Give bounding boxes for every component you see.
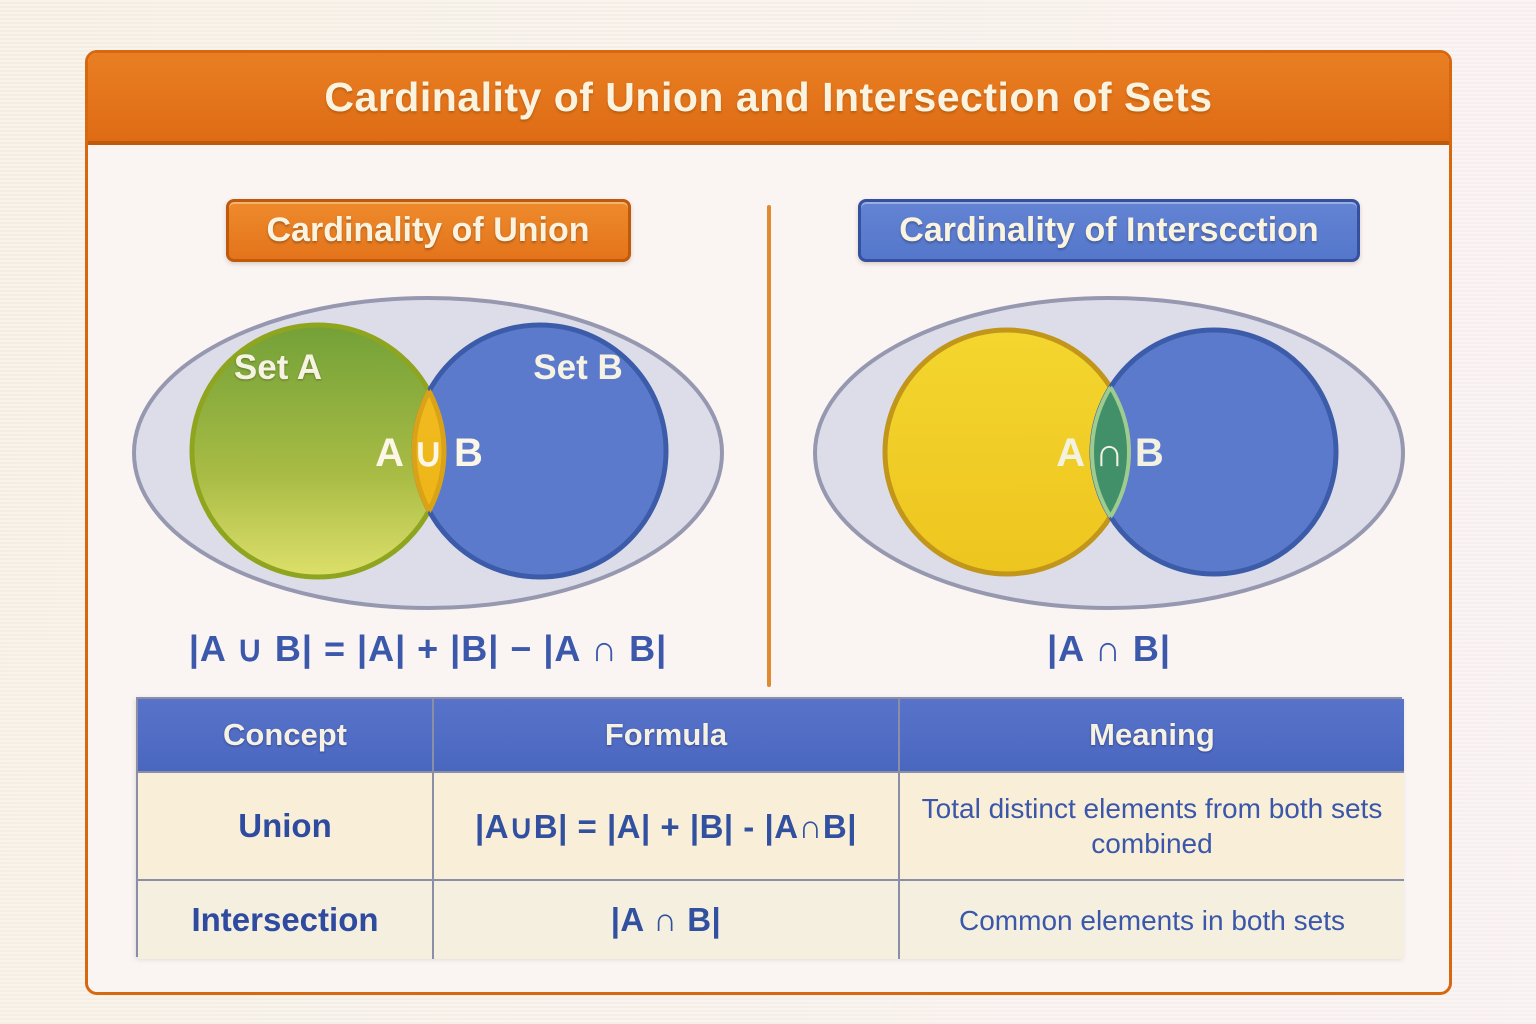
intersection-lens [1090, 330, 1129, 574]
table-row-union-formula: |A∪B| = |A| + |B| - |A∩B| [434, 773, 900, 881]
set-b-label: Set B [533, 348, 622, 387]
union-meaning-text: Total distinct elements from both sets c… [921, 793, 1383, 859]
table-header-formula: Formula [434, 699, 900, 773]
table-header-concept: Concept [138, 699, 434, 773]
union-lens-label: A ∪ B [375, 431, 483, 475]
union-formula: |A ∪ B| = |A| + |B| − |A ∩ B| [188, 628, 668, 669]
table-header-meaning: Meaning [900, 699, 1404, 773]
page-title: Cardinality of Union and Intersection of… [324, 73, 1213, 120]
intersection-lens-label: A ∩ B [1056, 431, 1163, 475]
table-row-intersection-concept: Intersection [138, 881, 434, 959]
panel-divider [767, 205, 771, 687]
intersection-concept-text: Intersection [191, 901, 379, 938]
intersection-panel: Cardinality of Interscction [769, 149, 1449, 709]
union-formula-text: |A∪B| = |A| + |B| - |A∩B| [475, 807, 857, 845]
union-lens [411, 325, 444, 577]
main-card: Cardinality of Union and Intersection of… [85, 50, 1452, 995]
table-row-intersection-formula: |A ∩ B| [434, 881, 900, 959]
table-row-union-concept: Union [138, 773, 434, 881]
intersection-venn-diagram: A ∩ B [813, 296, 1405, 610]
intersection-meaning-text: Common elements in both sets [959, 904, 1345, 936]
intersection-formula-text: |A ∩ B| [610, 901, 722, 938]
intersection-badge: Cardinality of Interscction [858, 199, 1360, 262]
set-a-label: Set A [234, 348, 322, 387]
summary-table: Concept Formula Meaning Union |A∪B| = |A… [136, 697, 1404, 959]
union-venn-diagram: Set A Set B A ∪ B [132, 296, 724, 610]
union-concept-text: Union [238, 807, 332, 844]
union-badge: Cardinality of Union [225, 199, 631, 262]
title-banner: Cardinality of Union and Intersection of… [88, 53, 1449, 145]
table-row-union-meaning: Total distinct elements from both sets c… [900, 773, 1404, 881]
intersection-formula: |A ∩ B| [1047, 628, 1171, 669]
table-row-intersection-meaning: Common elements in both sets [900, 881, 1404, 959]
union-panel: Cardinality of Union [88, 149, 768, 709]
